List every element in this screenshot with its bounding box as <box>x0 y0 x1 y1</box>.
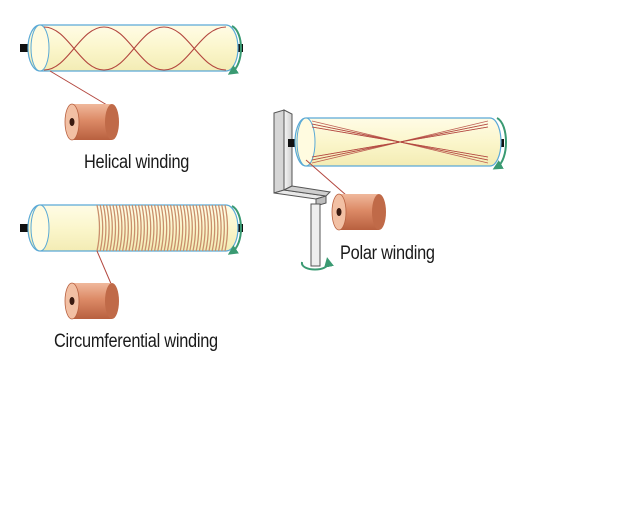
helical-winding-label: Helical winding <box>84 152 190 173</box>
hoop-fiber <box>112 204 117 252</box>
hoop-fiber <box>153 204 158 252</box>
hoop-fiber <box>125 204 129 252</box>
hoop-fiber <box>176 204 181 252</box>
hoop-fiber <box>182 204 187 252</box>
helical-rotation-arrow-icon <box>227 25 242 75</box>
hoop-fiber <box>147 204 152 252</box>
hoop-fiber <box>134 204 139 252</box>
hoop-fiber <box>128 204 133 252</box>
polar-arm-rotation-arrow-icon <box>301 257 334 271</box>
hoop-fiber <box>221 204 225 252</box>
hoop-fiber <box>118 204 123 252</box>
hoop-fiber <box>99 204 104 252</box>
polar-winding-group <box>273 109 507 271</box>
hoop-fiber <box>208 204 213 252</box>
hoop-fiber <box>214 204 219 252</box>
polar-mandrel-left-end <box>296 117 316 167</box>
helical-feed-line <box>49 70 113 109</box>
helical-fiber-b <box>43 26 227 71</box>
helical-winding-group <box>20 24 243 141</box>
hoop-fiber <box>105 204 110 252</box>
hoop-fiber <box>150 204 155 252</box>
hoop-fiber <box>109 204 113 252</box>
hoop-fiber <box>157 204 161 252</box>
hoop-fiber <box>201 204 206 252</box>
hoop-fiber <box>163 204 168 252</box>
hoop-fiber <box>211 204 216 252</box>
helical-mandrel-left-end <box>30 24 50 72</box>
hoop-fiber <box>131 204 136 252</box>
hoop-fiber <box>173 204 177 252</box>
hoop-fiber <box>160 204 165 252</box>
hoop-fiber <box>224 204 229 252</box>
polar-rotation-arrow-icon <box>492 117 507 170</box>
hoop-fiber <box>198 204 203 252</box>
polar-winding-label: Polar winding <box>340 243 435 264</box>
hoop-fiber <box>195 204 200 252</box>
hoop-fiber <box>115 204 120 252</box>
hoop-fiber <box>96 204 101 252</box>
hoop-fiber <box>192 204 197 252</box>
hoop-fiber <box>169 204 174 252</box>
polar-winding-arm <box>273 109 332 267</box>
hoop-fiber <box>144 204 149 252</box>
helical-spool <box>64 103 119 141</box>
polar-fiber <box>311 126 489 158</box>
circumferential-winding-group <box>20 204 243 320</box>
circumferential-winding-label: Circumferential winding <box>54 331 218 352</box>
hoop-fiber <box>141 204 145 252</box>
hoop-fiber <box>102 204 107 252</box>
circumferential-feed-line <box>96 250 113 287</box>
circ-mandrel-left-end <box>30 204 50 252</box>
hoop-fiber <box>205 204 209 252</box>
circumferential-spool <box>64 282 119 320</box>
polar-fibers <box>311 120 489 164</box>
hoop-fiber <box>217 204 222 252</box>
hoop-fiber <box>189 204 193 252</box>
polar-spool <box>331 193 386 231</box>
hoop-fiber <box>185 204 190 252</box>
circumferential-hoops <box>96 204 229 252</box>
hoop-fiber <box>166 204 171 252</box>
polar-feed-line <box>305 159 347 196</box>
hoop-fiber <box>121 204 126 252</box>
hoop-fiber <box>137 204 142 252</box>
hoop-fiber <box>179 204 184 252</box>
circumferential-rotation-arrow-icon <box>227 205 242 255</box>
